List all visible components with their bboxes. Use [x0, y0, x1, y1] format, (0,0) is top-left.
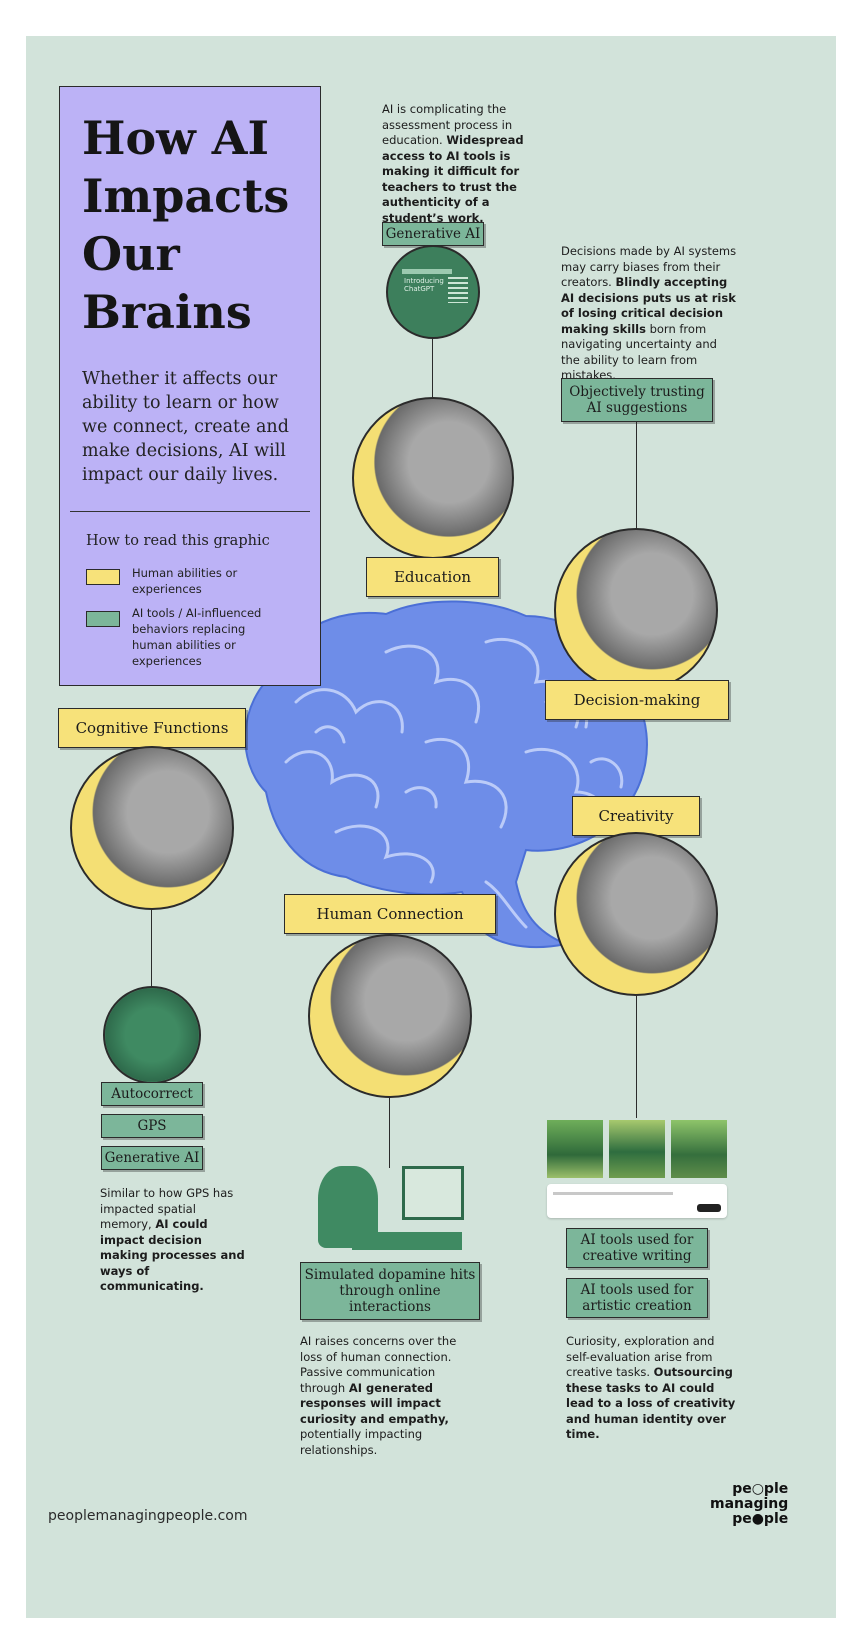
legend-heading: How to read this graphic [86, 533, 270, 549]
intro-panel: How AI Impacts Our Brains Whether it aff… [59, 86, 321, 686]
legend-swatch-ai [86, 611, 120, 627]
tool-label-gps: GPS [101, 1114, 203, 1138]
tool-label-autocorrect: Autocorrect [101, 1082, 203, 1106]
decision-tool-label: Objectively trusting AI suggestions [561, 378, 713, 422]
connector-line [636, 422, 638, 530]
education-description: AI is complicating the assessment proces… [382, 102, 524, 225]
decision-photo-circle [554, 528, 718, 692]
connector-line [389, 1098, 391, 1168]
creativity-tool-art: AI tools used for artistic creation [566, 1278, 708, 1318]
connector-line [151, 910, 153, 988]
human-connection-label: Human Connection [284, 894, 496, 934]
chatgpt-screenshot-circle: Introducing ChatGPT [386, 245, 480, 339]
cognitive-photo-circle [70, 746, 234, 910]
cognitive-label: Cognitive Functions [58, 708, 246, 748]
ai-prompt-box [547, 1184, 727, 1218]
thumb-text-chatgpt: ChatGPT [404, 285, 435, 293]
gps-phone-circle [103, 986, 201, 1084]
tool-label-generative-ai: Generative AI [101, 1146, 203, 1170]
footer-url[interactable]: peoplemanagingpeople.com [48, 1508, 248, 1524]
human-connection-tool-label: Simulated dopamine hits through online i… [300, 1262, 480, 1320]
online-interaction-illustration [312, 1156, 466, 1254]
connector-line [636, 996, 638, 1118]
ai-art-thumbnails [547, 1120, 727, 1178]
title-line: Brains [82, 285, 252, 339]
creativity-photo-circle [554, 832, 718, 996]
creativity-tool-writing: AI tools used for creative writing [566, 1228, 708, 1268]
title-line: How AI [82, 111, 269, 165]
creativity-label: Creativity [572, 796, 700, 836]
creativity-description: Curiosity, exploration and self-evaluati… [566, 1334, 736, 1441]
human-connection-photo-circle [308, 934, 472, 1098]
logo-line: managing [710, 1496, 789, 1512]
decision-description: Decisions made by AI systems may carry b… [561, 244, 737, 382]
legend-label-ai: AI tools / AI-influenced behaviors repla… [132, 606, 262, 668]
education-label: Education [366, 557, 499, 597]
thumb-text-introducing: Introducing [404, 277, 444, 285]
title-line: Impacts [82, 169, 290, 223]
logo-line: pe●ple [732, 1511, 789, 1527]
decision-label: Decision-making [545, 680, 729, 720]
legend-swatch-human [86, 569, 120, 585]
intro-subtitle: Whether it affects our ability to learn … [82, 369, 289, 485]
connector-line [432, 339, 434, 399]
divider [70, 511, 310, 512]
education-photo-circle [352, 397, 514, 559]
title-line: Our [82, 227, 180, 281]
legend-label-human: Human abilities or experiences [132, 566, 238, 596]
logo-line: pe○ple [732, 1481, 789, 1497]
cognitive-description: Similar to how GPS has impacted spatial … [100, 1186, 245, 1293]
human-connection-description: AI raises concerns over the loss of huma… [300, 1334, 457, 1457]
education-tool-label: Generative AI [382, 222, 484, 246]
brand-logo: pe○ple managing pe●ple [710, 1482, 788, 1527]
page-title: How AI Impacts Our Brains [82, 109, 312, 341]
